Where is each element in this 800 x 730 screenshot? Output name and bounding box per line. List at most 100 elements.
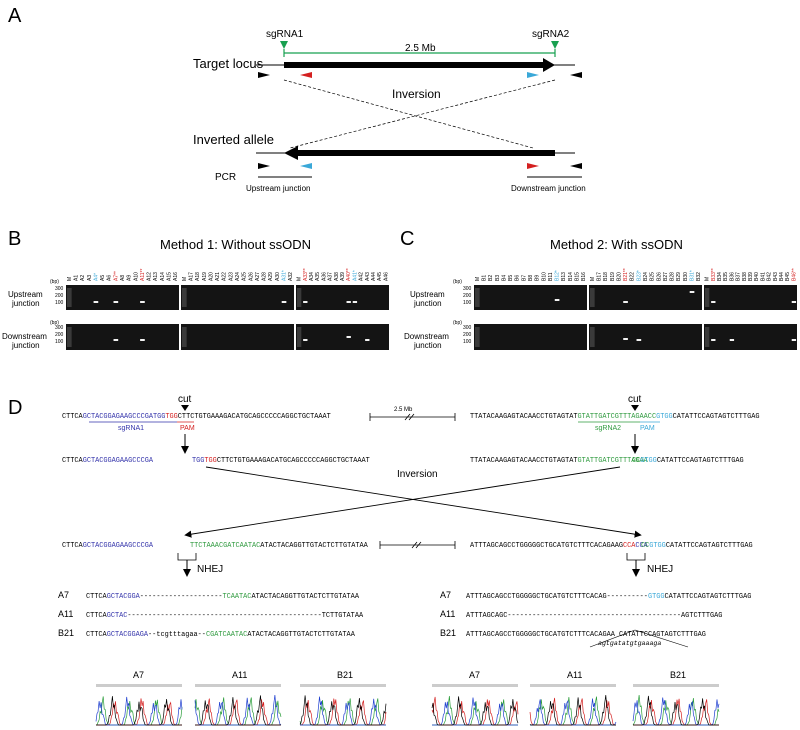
d-pam2-label: PAM bbox=[640, 425, 655, 432]
base-calls-strip bbox=[300, 684, 386, 687]
lane-label: A31* bbox=[282, 270, 288, 281]
lane-label: M bbox=[67, 277, 73, 281]
gel-band bbox=[140, 301, 145, 303]
trace-line bbox=[530, 698, 617, 726]
lane-label: B39 bbox=[748, 272, 754, 281]
lane-label: B22 bbox=[630, 272, 636, 281]
allele-seq-segment: TCAATAC bbox=[222, 593, 251, 601]
base-calls-strip bbox=[96, 684, 182, 687]
trace-line bbox=[633, 698, 719, 726]
lane-label: B7 bbox=[521, 275, 527, 281]
seq-segment: CTTCA bbox=[62, 413, 84, 421]
lane-label: B45 bbox=[785, 272, 791, 281]
seq-segment: CTTCA bbox=[62, 457, 84, 465]
gel-up bbox=[296, 285, 389, 310]
gel-band bbox=[636, 339, 642, 341]
seq-line3-right-a: ATTTAGCAGCCTGGGGGCTGCATGTCTTTCACAGAAGCCA… bbox=[470, 542, 649, 550]
trace-line bbox=[633, 695, 719, 726]
inversion-arrow-1-icon bbox=[205, 466, 642, 538]
seq-segment: TTATACAAGAGTACAACCTGTAGTAT bbox=[470, 457, 578, 465]
seq-segment: GTGG bbox=[656, 413, 673, 421]
lane-label: B43 bbox=[773, 272, 779, 281]
b-bp-down: (bp) bbox=[50, 320, 59, 326]
ladder-label: 200 bbox=[463, 332, 472, 338]
gel-band bbox=[281, 301, 287, 303]
b-bp-up: (bp) bbox=[50, 279, 59, 285]
inversion-dash-1 bbox=[283, 79, 534, 149]
chromatogram-label: B21 bbox=[670, 670, 686, 680]
gel-band bbox=[791, 339, 797, 341]
gap-break-1-icon bbox=[404, 413, 415, 421]
lane-label: A28 bbox=[262, 272, 268, 281]
lane-label: A24 bbox=[235, 272, 241, 281]
primer-fwd-black-2-icon bbox=[258, 163, 270, 169]
primer-fwd-blue-icon bbox=[527, 72, 539, 78]
pcr-label: PCR bbox=[215, 172, 236, 183]
trace-line bbox=[529, 695, 616, 726]
base-calls-strip bbox=[432, 684, 518, 687]
trace-line bbox=[300, 696, 386, 726]
seq-segment: GCTACGGAGAAGCCCGA bbox=[83, 457, 154, 465]
lane-label: B27 bbox=[663, 272, 669, 281]
allele-seq-segment: CGATCAATAC bbox=[206, 631, 247, 639]
allele-name: A11 bbox=[440, 609, 455, 619]
gel-band bbox=[729, 339, 735, 341]
primer-rev-black-icon bbox=[570, 72, 582, 78]
ladder-lane bbox=[67, 288, 72, 307]
lane-label: B5 bbox=[508, 275, 514, 281]
allele-name: B21 bbox=[440, 628, 456, 638]
primer-rev-black-2-icon bbox=[570, 163, 582, 169]
lane-label: A38 bbox=[334, 272, 340, 281]
lane-label: A39 bbox=[340, 272, 346, 281]
allele-seq-segment: ATTTAGCAGCCTGGGGGCTGCATGTCTTTCACAGAA bbox=[466, 631, 616, 639]
base-calls-strip bbox=[633, 684, 719, 687]
lane-label: B1 bbox=[481, 275, 487, 281]
cut-right-icon bbox=[631, 405, 639, 411]
lane-label: A30 bbox=[275, 272, 281, 281]
gel-up bbox=[474, 285, 587, 310]
ladder-label: 300 bbox=[463, 325, 472, 331]
lane-label: B11 bbox=[548, 272, 554, 281]
lane-label: B8 bbox=[528, 275, 534, 281]
d-nhej-left: NHEJ bbox=[197, 564, 223, 575]
base-calls-strip bbox=[530, 684, 616, 687]
lane-label: B38 bbox=[742, 272, 748, 281]
seq-line2-right-b: CCGTGGCATATTCCAGTAGTCTTTGAG bbox=[632, 457, 744, 465]
chromatogram-label: B21 bbox=[337, 670, 353, 680]
allele-name: A11 bbox=[58, 609, 73, 619]
gel-down bbox=[589, 324, 702, 350]
seq-segment: GTGG bbox=[649, 542, 666, 550]
lane-label: B3 bbox=[495, 275, 501, 281]
ladder-lane bbox=[297, 288, 302, 307]
lane-label: B16 bbox=[581, 272, 587, 281]
ladder-label: 100 bbox=[55, 300, 64, 306]
trace-line bbox=[432, 696, 518, 726]
panel-b: B Method 1: Without ssODN Upstream junct… bbox=[2, 228, 389, 350]
lane-label: A35 bbox=[315, 272, 321, 281]
ladder-lane bbox=[705, 327, 710, 347]
panel-b-letter: B bbox=[8, 228, 21, 250]
ladder-label: 100 bbox=[55, 339, 64, 345]
target-locus-label: Target locus bbox=[193, 56, 264, 71]
seq-segment: CATATTCCAGTAGTCTTTGAG bbox=[657, 457, 744, 465]
ladder-label: 200 bbox=[463, 293, 472, 299]
seq-segment: GCTACGGAGAAGCCCGATGG bbox=[83, 413, 166, 421]
trace-line bbox=[96, 698, 182, 726]
allele-seq-segment: GTGG bbox=[648, 593, 665, 601]
lane-label: A22 bbox=[222, 272, 228, 281]
lane-label: B18 bbox=[603, 272, 609, 281]
gel-band bbox=[791, 301, 797, 303]
seq-line3-left-b: TTCTAAACGATCAATACATACTACAGGTTGTACTCTTGTA… bbox=[190, 542, 369, 550]
trace-line bbox=[96, 696, 182, 726]
allele-sequence: ATTTAGCAGCCTGGGGGCTGCATGTCTTTCACAGAA CAT… bbox=[466, 631, 706, 639]
d-distance-label: 2.5 Mb bbox=[394, 407, 413, 413]
lane-label: A26 bbox=[248, 272, 254, 281]
lane-label: B6 bbox=[515, 275, 521, 281]
ladder-lane bbox=[297, 327, 302, 347]
primer-fwd-black-icon bbox=[258, 72, 270, 78]
lane-label: B31* bbox=[690, 270, 696, 281]
chromatogram-trace bbox=[95, 684, 183, 726]
c-row-down-2: junction bbox=[413, 341, 442, 350]
chromatogram-trace bbox=[194, 684, 282, 726]
seq-segment: CCA bbox=[635, 542, 648, 550]
